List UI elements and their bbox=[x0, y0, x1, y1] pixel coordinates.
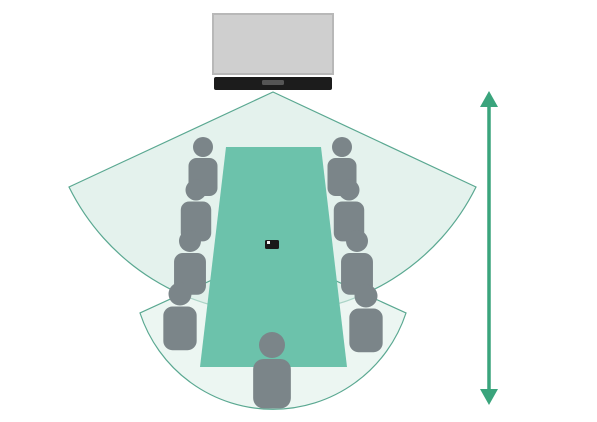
person-icon bbox=[349, 284, 383, 353]
range-arrow-head-top bbox=[480, 91, 498, 107]
person-head bbox=[346, 230, 368, 252]
person-icon bbox=[163, 282, 197, 351]
table-microphone-icon bbox=[265, 240, 279, 249]
person-head bbox=[168, 282, 192, 306]
person-head bbox=[259, 332, 285, 358]
person-icon bbox=[253, 332, 291, 409]
person-head bbox=[193, 137, 213, 157]
person-body bbox=[253, 359, 291, 409]
table-mic-indicator bbox=[267, 241, 270, 244]
person-body bbox=[349, 308, 383, 353]
double-arrow-icon bbox=[480, 91, 498, 405]
attendees bbox=[163, 137, 383, 409]
video-bar-icon bbox=[214, 77, 332, 90]
person-head bbox=[354, 284, 378, 308]
conference-table bbox=[200, 147, 347, 367]
person-body bbox=[163, 306, 197, 351]
video-bar-lens bbox=[262, 80, 284, 85]
person-head bbox=[338, 179, 360, 201]
display-screen bbox=[214, 15, 332, 73]
person-head bbox=[332, 137, 352, 157]
tv-display-icon bbox=[212, 13, 334, 75]
range-arrow-head-bottom bbox=[480, 389, 498, 405]
person-head bbox=[185, 179, 207, 201]
person-body bbox=[341, 253, 373, 295]
person-icon bbox=[341, 230, 373, 295]
person-head bbox=[179, 230, 201, 252]
